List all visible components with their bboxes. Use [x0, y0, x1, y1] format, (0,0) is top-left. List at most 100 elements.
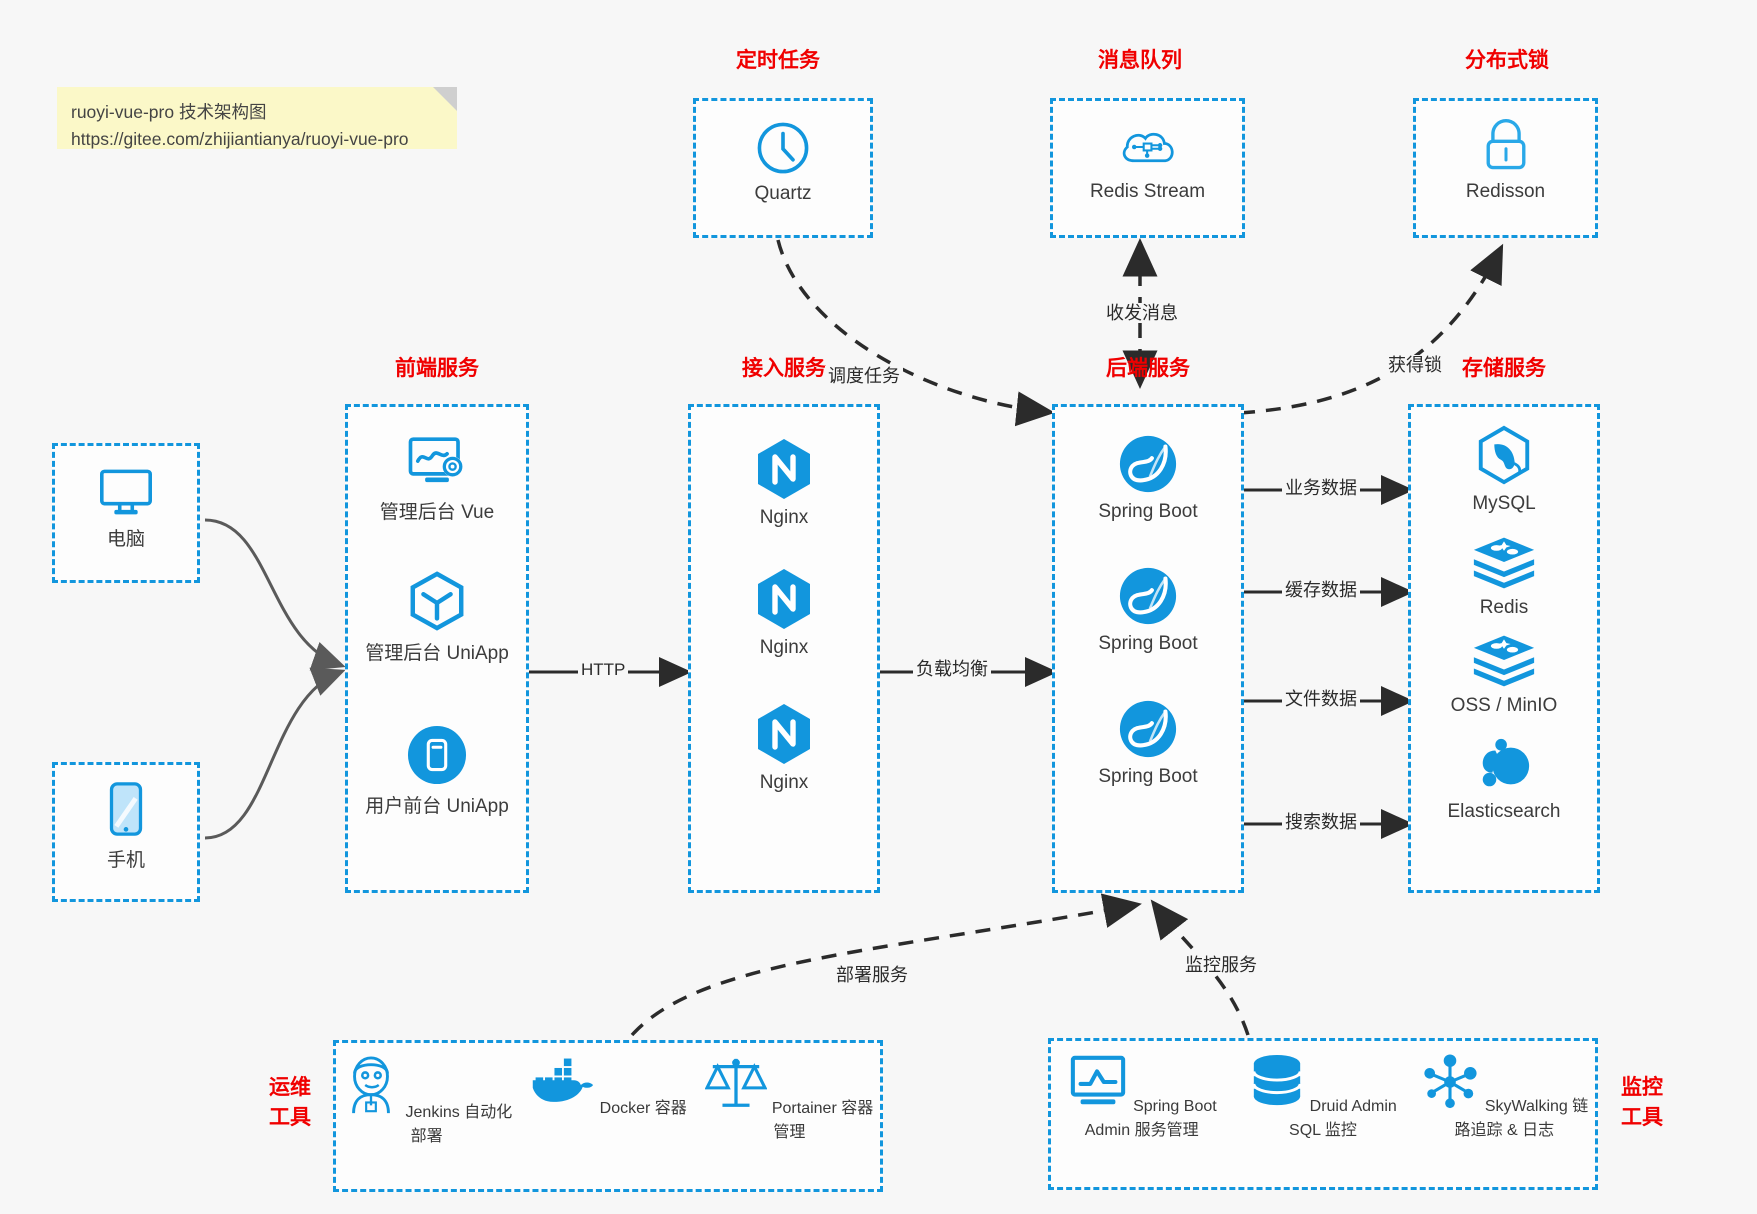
- node-springboot-3[interactable]: Spring Boot: [1055, 698, 1241, 788]
- group-box-client-phone: 手机: [52, 762, 200, 902]
- edge-label-http: HTTP: [578, 660, 629, 680]
- node-label: Spring Boot Admin: [1084, 1098, 1217, 1139]
- node-label: Docker: [599, 1100, 651, 1117]
- group-title-message-queue: 消息队列: [1098, 49, 1182, 72]
- nginx-icon: [758, 704, 810, 764]
- node-label: Redisson: [1465, 181, 1546, 202]
- group-box-storage: MySQL Redis OSS / MinIO: [1408, 404, 1600, 893]
- node-springboot-1[interactable]: Spring Boot: [1055, 433, 1241, 523]
- node-label: Spring Boot: [1098, 501, 1198, 522]
- node-label: Quartz: [754, 183, 812, 204]
- node-label: 管理后台 UniApp: [365, 643, 509, 664]
- edge-label-schedule-task: 调度任务: [825, 366, 903, 386]
- uniapp-hexagon-icon: [410, 571, 464, 631]
- node-computer[interactable]: 电脑: [55, 466, 197, 551]
- clock-icon: [757, 122, 809, 174]
- sticky-note: ruoyi-vue-pro 技术架构图 https://gitee.com/zh…: [57, 87, 457, 149]
- nginx-icon: [758, 569, 810, 629]
- node-elasticsearch[interactable]: Elasticsearch: [1411, 737, 1597, 823]
- node-admin-uniapp[interactable]: 管理后台 UniApp: [348, 570, 526, 665]
- node-sublabel: SQL 监控: [1289, 1122, 1357, 1139]
- node-druid-admin[interactable]: Druid Admin SQL 监控: [1232, 1053, 1413, 1140]
- node-label: Spring Boot: [1098, 633, 1198, 654]
- node-redis[interactable]: Redis: [1411, 535, 1597, 619]
- node-docker[interactable]: Docker 容器: [517, 1055, 698, 1146]
- edge-label-cache-data: 缓存数据: [1282, 580, 1360, 600]
- node-admin-vue[interactable]: 管理后台 Vue: [348, 433, 526, 524]
- node-nginx-3[interactable]: Nginx: [691, 702, 877, 794]
- group-box-distributed-lock: Redisson: [1413, 98, 1598, 238]
- node-label: Redis: [1479, 597, 1529, 618]
- group-title-monitoring: 监控 工具: [1610, 1073, 1674, 1133]
- group-title-devops: 运维 工具: [258, 1073, 322, 1133]
- node-nginx-2[interactable]: Nginx: [691, 567, 877, 659]
- node-label: 用户前台 UniApp: [365, 796, 509, 817]
- node-jenkins[interactable]: Jenkins 自动化部署: [336, 1055, 517, 1146]
- node-phone[interactable]: 手机: [55, 781, 197, 872]
- nginx-icon: [758, 439, 810, 499]
- lock-icon: [1486, 119, 1525, 170]
- node-user-uniapp[interactable]: 用户前台 UniApp: [348, 725, 526, 818]
- node-sublabel: 容器管理: [773, 1100, 874, 1141]
- group-box-scheduled-task: Quartz: [693, 98, 873, 238]
- monitoring-title-line-2: 工具: [1621, 1106, 1663, 1129]
- node-label: Nginx: [759, 507, 809, 528]
- elasticsearch-icon: [1482, 738, 1530, 787]
- edge-label-search-data: 搜索数据: [1282, 812, 1360, 832]
- mobile-app-icon: [407, 725, 467, 785]
- group-box-client-computer: 电脑: [52, 443, 200, 583]
- edge-computer-to-frontend: [204, 518, 346, 671]
- mysql-dolphin-icon: [1478, 425, 1530, 485]
- dashboard-gear-icon: [408, 437, 463, 483]
- group-title-distributed-lock: 分布式锁: [1465, 49, 1549, 72]
- group-title-frontend: 前端服务: [395, 357, 479, 380]
- node-label: Redis Stream: [1089, 181, 1206, 202]
- group-box-frontend: 管理后台 Vue 管理后台 UniApp 用户前台 UniApp: [345, 404, 529, 893]
- database-cylinder-icon: [1252, 1054, 1302, 1106]
- node-portainer[interactable]: Portainer 容器管理: [699, 1055, 880, 1146]
- note-fold-corner: [433, 87, 457, 111]
- node-skywalking[interactable]: SkyWalking 链路追踪 & 日志: [1414, 1053, 1595, 1140]
- node-label: Nginx: [759, 637, 809, 658]
- node-quartz[interactable]: Quartz: [696, 119, 870, 205]
- redis-stack-icon: [1473, 537, 1535, 589]
- node-mysql[interactable]: MySQL: [1411, 425, 1597, 515]
- node-sublabel: 链路追踪 & 日志: [1454, 1098, 1589, 1139]
- node-redis-stream[interactable]: Redis Stream: [1053, 119, 1242, 203]
- note-line-2: https://gitee.com/zhijiantianya/ruoyi-vu…: [71, 129, 409, 149]
- monitoring-title-line-1: 监控: [1621, 1076, 1663, 1099]
- edge-backend-to-lock: [1239, 243, 1504, 415]
- object-storage-icon: [1473, 635, 1535, 687]
- spring-boot-icon: [1119, 700, 1177, 758]
- desktop-monitor-icon: [100, 469, 152, 515]
- node-sublabel: 服务管理: [1134, 1122, 1199, 1139]
- node-oss-minio[interactable]: OSS / MinIO: [1411, 633, 1597, 717]
- node-springboot-2[interactable]: Spring Boot: [1055, 565, 1241, 655]
- node-label: SkyWalking: [1484, 1098, 1568, 1115]
- node-label: 管理后台 Vue: [379, 502, 495, 523]
- node-redisson[interactable]: Redisson: [1416, 117, 1595, 203]
- spring-boot-icon: [1119, 567, 1177, 625]
- edge-phone-to-frontend: [204, 667, 346, 840]
- portainer-scales-icon: [704, 1058, 768, 1107]
- node-label: Spring Boot: [1098, 766, 1198, 787]
- edge-label-file-data: 文件数据: [1282, 689, 1360, 709]
- node-label: MySQL: [1472, 493, 1536, 514]
- mobile-phone-icon: [109, 782, 143, 836]
- jenkins-butler-icon: [352, 1056, 390, 1114]
- node-label: Nginx: [759, 772, 809, 793]
- group-box-monitoring: Spring Boot Admin 服务管理 Druid: [1048, 1038, 1598, 1190]
- group-box-gateway: Nginx Nginx Nginx: [688, 404, 880, 893]
- cloud-network-icon: [1122, 132, 1174, 163]
- node-label: 手机: [106, 850, 145, 871]
- devops-title-line-1: 运维: [269, 1076, 311, 1099]
- node-spring-boot-admin[interactable]: Spring Boot Admin 服务管理: [1051, 1053, 1232, 1140]
- node-label: Portainer: [771, 1100, 837, 1117]
- edge-label-load-balance: 负载均衡: [913, 659, 991, 679]
- spring-boot-icon: [1119, 435, 1177, 493]
- network-nodes-icon: [1424, 1054, 1477, 1109]
- edge-label-send-receive-message: 收发消息: [1103, 303, 1181, 323]
- node-nginx-1[interactable]: Nginx: [691, 437, 877, 529]
- node-label: OSS / MinIO: [1450, 695, 1558, 716]
